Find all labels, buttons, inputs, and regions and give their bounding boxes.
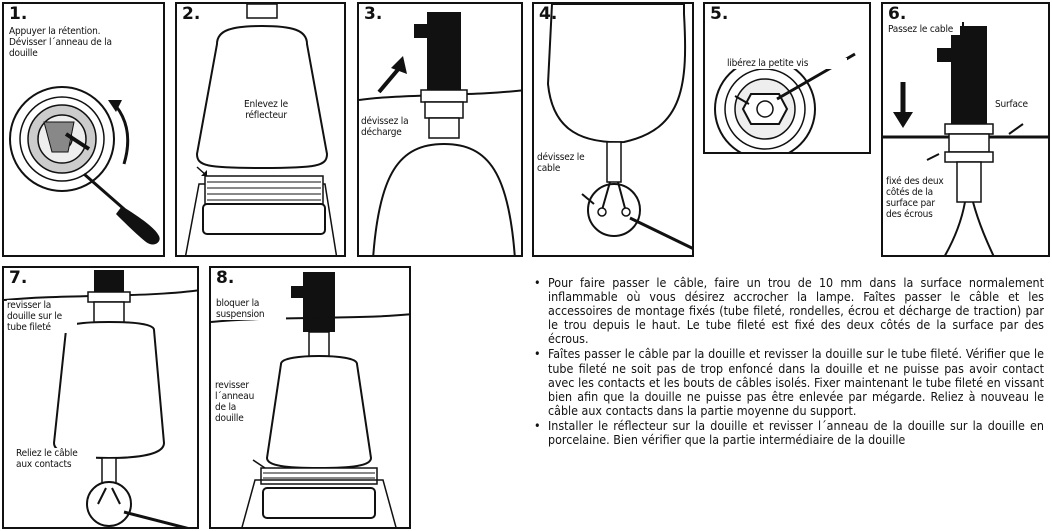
- step-caption: fixé des deux côtés de la surface par de…: [886, 176, 950, 220]
- step-caption: revisser l´anneau de la douille: [215, 380, 261, 424]
- step-4-panel: 4. dévissez le cable: [532, 2, 694, 257]
- socket-rescrew-illustration: [4, 270, 197, 527]
- step-caption: dévissez la décharge: [361, 116, 421, 138]
- strain-relief-illustration: [359, 12, 521, 255]
- reflector-removal-illustration: [184, 4, 338, 255]
- cable-disconnect-illustration: [546, 4, 692, 250]
- step-caption: bloquer la suspension: [216, 298, 286, 320]
- step-number: 2.: [182, 4, 201, 24]
- instruction-item: Faîtes passer le câble par la douille et…: [534, 347, 1044, 418]
- screw-release-illustration: [714, 52, 856, 152]
- step-caption: Passez le cable: [888, 24, 960, 35]
- step-number: 1.: [9, 4, 28, 24]
- instruction-item: Pour faire passer le câble, faire un tro…: [534, 275, 1044, 346]
- step-number: 8.: [216, 268, 235, 288]
- step-caption: Enlevez le réflecteur: [235, 99, 297, 121]
- socket-ring-illustration: [9, 86, 160, 245]
- step-number: 4.: [539, 4, 558, 24]
- step-7-panel: 7. revisser la douille sur le tube filet…: [2, 266, 199, 529]
- step-caption: libérez la petite vis: [727, 58, 847, 69]
- instructions-list: Pour faire passer le câble, faire un tro…: [534, 275, 1044, 447]
- step-1-panel: 1. Appuyer la rétention. Dévisser l´anne…: [2, 2, 165, 257]
- surface-mount-illustration: [883, 22, 1048, 255]
- step-caption: Surface: [995, 99, 1045, 110]
- step-8-panel: 8. bloquer la suspension revisser l´anne…: [209, 266, 411, 529]
- step-number: 7.: [9, 268, 28, 288]
- step-caption: Reliez le câble aux contacts: [16, 448, 96, 470]
- step-caption: dévissez le cable: [537, 152, 592, 174]
- reflector-install-illustration: [211, 272, 409, 527]
- step-caption: revisser la douille sur le tube fileté: [7, 300, 77, 333]
- instruction-item: Installer le réflecteur sur la douille e…: [534, 418, 1044, 447]
- step-number: 5.: [710, 4, 729, 24]
- instructions-text: Pour faire passer le câble, faire un tro…: [534, 275, 1044, 448]
- step-number: 3.: [364, 4, 383, 24]
- step-3-panel: 3. dévissez la décharge: [357, 2, 523, 257]
- step-number: 6.: [888, 4, 907, 24]
- step-caption: Appuyer la rétention. Dévisser l´anneau …: [9, 26, 159, 59]
- step-2-panel: 2. Enlevez le réflecteur: [175, 2, 346, 257]
- step-6-panel: 6. Passez le cable Surface fixé des deux…: [881, 2, 1050, 257]
- step-5-panel: 5. libérez la petite vis: [703, 2, 871, 154]
